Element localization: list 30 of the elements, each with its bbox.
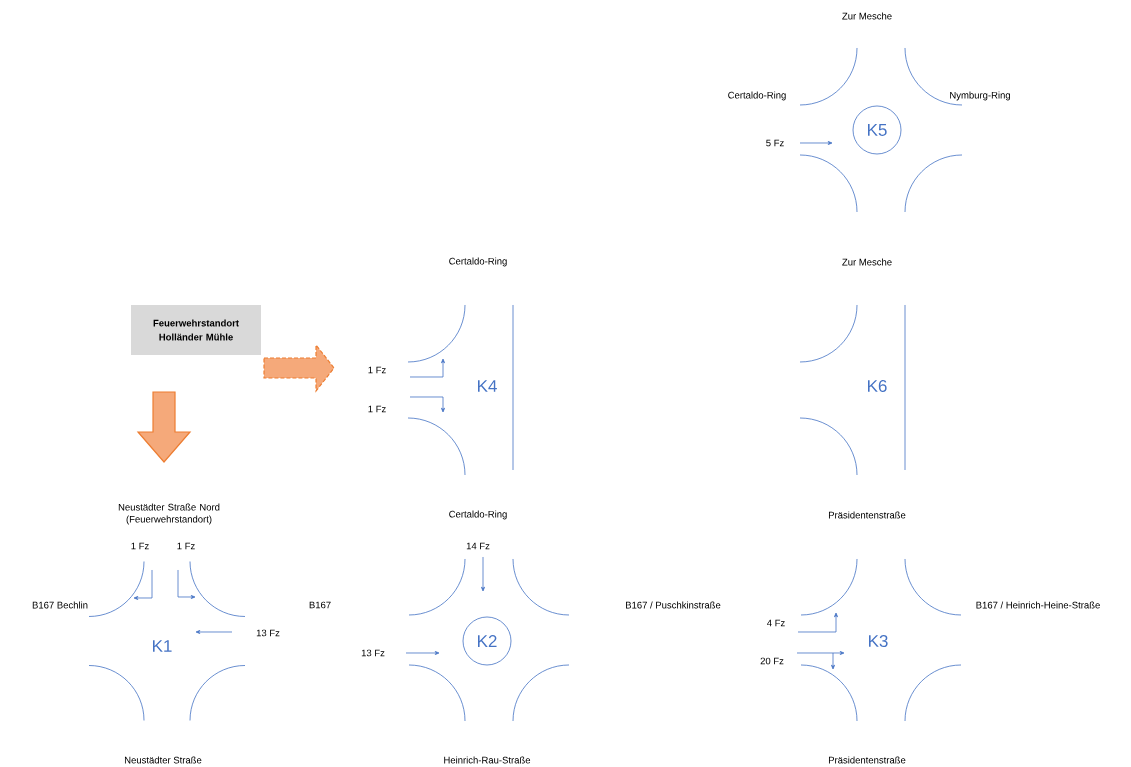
street-label: B167 / Puschkinstraße bbox=[626, 601, 721, 609]
intersection-label: K6 bbox=[868, 379, 887, 392]
vehicle-count: 5 Fz bbox=[766, 139, 784, 147]
street-label: Präsidentenstraße bbox=[829, 756, 906, 764]
street-label: Certaldo-Ring bbox=[728, 91, 786, 101]
street-label: B167 Bechlin bbox=[32, 601, 88, 609]
street-label: Neustädter Straße Nord (Feuerwehrstandort) bbox=[118, 503, 220, 525]
street-label: Heinrich-Rau-Straße bbox=[444, 756, 531, 764]
vehicle-count: 13 Fz bbox=[256, 629, 280, 637]
street-label: Certaldo-Ring bbox=[449, 257, 507, 267]
vehicle-count: 13 Fz bbox=[361, 649, 385, 657]
intersection-label: K3 bbox=[869, 634, 888, 647]
intersection-label: K1 bbox=[153, 640, 172, 652]
street-label: Zur Mesche bbox=[842, 12, 892, 20]
vehicle-count: 1 Fz bbox=[131, 542, 149, 550]
vehicle-count: 1 Fz bbox=[177, 542, 195, 550]
vehicle-count: 1 Fz bbox=[368, 366, 386, 374]
info-box: Feuerwehrstandort Holländer Mühle bbox=[131, 305, 261, 355]
street-label: Neustädter Straße bbox=[125, 756, 202, 764]
vehicle-count: 1 Fz bbox=[368, 405, 386, 413]
street-label: B167 / Heinrich-Heine-Straße bbox=[976, 601, 1100, 609]
street-label: Zur Mesche bbox=[842, 258, 892, 266]
street-label: Certaldo-Ring bbox=[449, 510, 507, 520]
intersection-label: K4 bbox=[478, 380, 497, 392]
street-label: Präsidentenstraße bbox=[829, 511, 906, 519]
street-label: B167 bbox=[309, 601, 331, 609]
vehicle-count: 20 Fz bbox=[760, 657, 784, 665]
vehicle-count: 14 Fz bbox=[466, 542, 490, 550]
street-label: Nymburg-Ring bbox=[950, 91, 1010, 101]
vehicle-count: 4 Fz bbox=[767, 619, 785, 627]
